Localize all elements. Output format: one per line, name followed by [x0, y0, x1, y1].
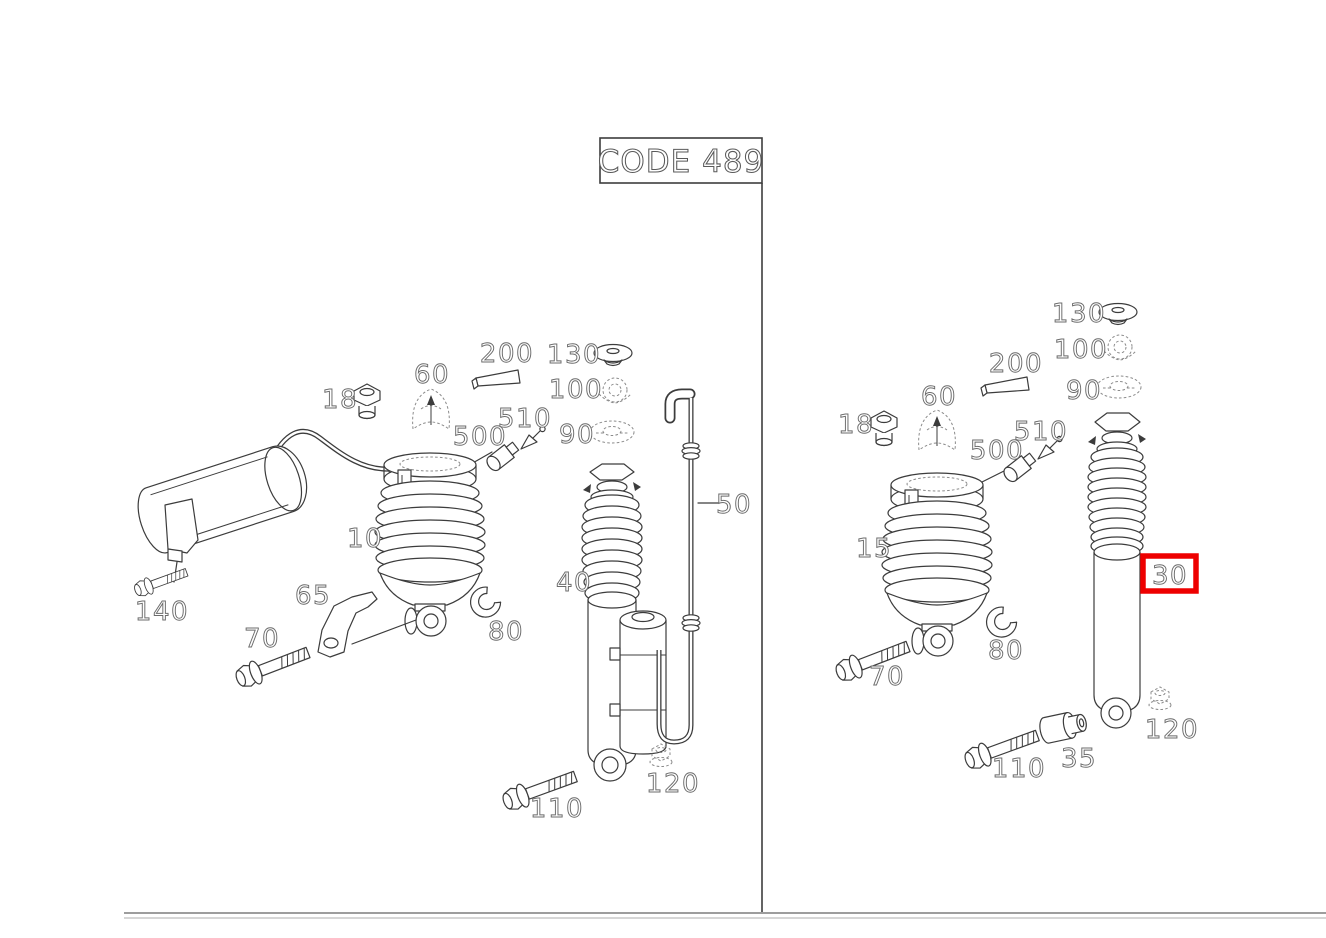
- callout-100-right[interactable]: 100: [1053, 335, 1108, 366]
- callout-18-left[interactable]: 18: [321, 385, 358, 416]
- callout-60-right[interactable]: 60: [920, 382, 957, 413]
- shock-30-drawing: [1087, 412, 1147, 729]
- callout-80-left[interactable]: 80: [487, 617, 524, 648]
- callout-90-right[interactable]: 90: [1065, 376, 1102, 407]
- callout-200-right[interactable]: 200: [988, 349, 1043, 380]
- callout-120-left[interactable]: 120: [645, 769, 700, 800]
- bracket-65-drawing: [317, 591, 417, 658]
- callout-510-right[interactable]: 510: [1013, 417, 1068, 448]
- nut-18-right-drawing: [870, 410, 898, 447]
- air-spring-10-drawing: [374, 452, 486, 637]
- callout-18-right[interactable]: 18: [837, 410, 874, 441]
- callout-15[interactable]: 15: [855, 534, 892, 565]
- wedge-200-left-drawing: [471, 369, 521, 390]
- callout-80-right[interactable]: 80: [987, 636, 1024, 667]
- callout-50[interactable]: 50: [715, 490, 752, 521]
- callout-10[interactable]: 10: [346, 524, 383, 555]
- callout-200-left[interactable]: 200: [479, 339, 534, 370]
- callout-120-right[interactable]: 120: [1144, 715, 1199, 746]
- buffer-60-left-drawing: [412, 388, 450, 430]
- callout-100-left[interactable]: 100: [548, 375, 603, 406]
- reservoir-drawing: [137, 428, 400, 583]
- clamp-80-right-drawing: [982, 603, 1020, 642]
- callout-130-left[interactable]: 130: [546, 340, 601, 371]
- callout-70-right[interactable]: 70: [868, 662, 905, 693]
- nut-100-left-drawing: [598, 377, 632, 404]
- washer-90-right-drawing: [1096, 375, 1142, 399]
- callout-140[interactable]: 140: [134, 597, 189, 628]
- code-frame: CODE 489: [597, 137, 765, 184]
- callout-110-left[interactable]: 110: [529, 794, 584, 825]
- footer-rule: [124, 912, 1326, 919]
- callout-70-left[interactable]: 70: [243, 624, 280, 655]
- clamp-80-left-drawing: [466, 583, 504, 622]
- nut-120-right-drawing: [1148, 686, 1172, 710]
- callout-35[interactable]: 35: [1060, 744, 1097, 775]
- bushing-35-drawing: [1037, 708, 1090, 745]
- shock-40-drawing: [581, 463, 667, 782]
- pressure-line-50-drawing: [656, 388, 719, 745]
- left-callouts: 140 18 60 200 130 100 90 510 500 10 65 7…: [134, 339, 752, 825]
- callout-500-right[interactable]: 500: [969, 436, 1024, 467]
- buffer-60-right-drawing: [918, 409, 956, 451]
- wedge-200-right-drawing: [980, 376, 1030, 397]
- callout-90-left[interactable]: 90: [558, 420, 595, 451]
- callout-110-right[interactable]: 110: [991, 754, 1046, 785]
- callout-65[interactable]: 65: [294, 581, 331, 612]
- nut-100-right-drawing: [1103, 334, 1137, 361]
- air-spring-15-drawing: [881, 472, 993, 657]
- callout-500-left[interactable]: 500: [452, 422, 507, 453]
- callout-130-right[interactable]: 130: [1051, 299, 1106, 330]
- callout-30-highlighted[interactable]: 30: [1151, 561, 1188, 592]
- washer-90-left-drawing: [589, 420, 635, 444]
- highlight-box-30[interactable]: [1140, 553, 1199, 594]
- right-callouts: 18 60 200 130 100 90 510 500 15 30 70 80…: [837, 299, 1199, 785]
- callout-60-left[interactable]: 60: [413, 360, 450, 391]
- bolt-140-drawing: [131, 563, 190, 600]
- callout-40[interactable]: 40: [555, 568, 592, 599]
- callout-510-left[interactable]: 510: [497, 404, 552, 435]
- code-label: CODE 489: [598, 144, 765, 180]
